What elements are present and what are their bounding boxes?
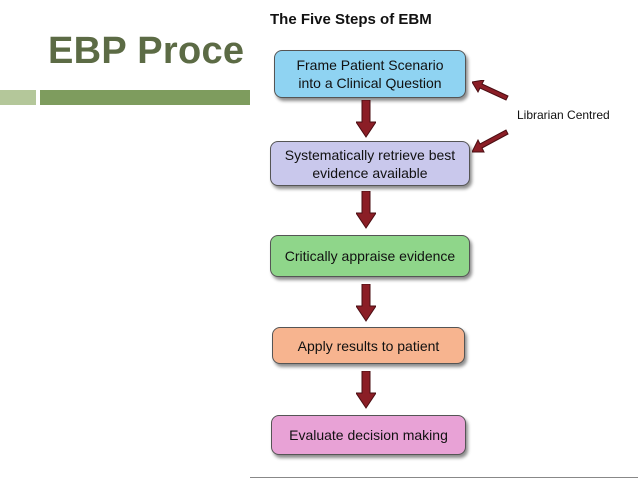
down-arrow-icon xyxy=(356,284,376,322)
step-label: Critically appraise evidence xyxy=(284,248,456,264)
ebm-figure: The Five Steps of EBM Frame Patient Scen… xyxy=(250,0,638,479)
bottom-rule xyxy=(250,477,638,478)
slide-title: EBP Proce xyxy=(48,30,245,72)
step-box-appraise-evidence: Critically appraise evidence xyxy=(270,235,470,277)
down-arrow-icon xyxy=(356,191,376,229)
step-box-retrieve-evidence: Systematically retrieve best evidence av… xyxy=(270,141,470,186)
down-arrow-icon xyxy=(356,100,376,138)
left-pointing-arrow-icon xyxy=(472,129,509,153)
title-bar-dark xyxy=(40,90,252,105)
down-arrow-icon xyxy=(356,371,376,409)
side-label: Librarian Centred xyxy=(517,108,610,122)
step-label: Evaluate decision making xyxy=(289,427,448,443)
figure-title: The Five Steps of EBM xyxy=(270,11,432,28)
step-box-frame-question: Frame Patient Scenario into a Clinical Q… xyxy=(274,50,466,98)
step-label: Apply results to patient xyxy=(297,337,440,354)
step-label: Systematically retrieve best evidence av… xyxy=(284,146,456,181)
left-pointing-arrow-icon xyxy=(472,80,509,101)
step-box-apply-results: Apply results to patient xyxy=(272,327,465,364)
title-bar-light xyxy=(0,90,36,105)
step-box-evaluate-decision: Evaluate decision making xyxy=(271,415,466,455)
step-label: Frame Patient Scenario into a Clinical Q… xyxy=(296,57,444,91)
